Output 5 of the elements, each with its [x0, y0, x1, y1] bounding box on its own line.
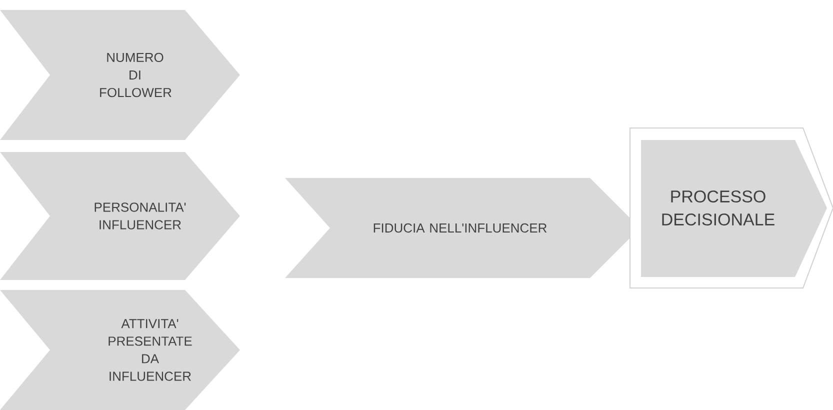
step-box: PERSONALITA' INFLUENCER — [0, 152, 240, 280]
step-box: NUMERO DI FOLLOWER — [0, 10, 240, 140]
step-box: FIDUCIA NELL'INFLUENCER — [285, 178, 640, 278]
pentagon-box: PROCESSO DECISIONALE — [630, 128, 833, 288]
step-box: ATTIVITA' PRESENTATE DA INFLUENCER — [0, 290, 240, 410]
